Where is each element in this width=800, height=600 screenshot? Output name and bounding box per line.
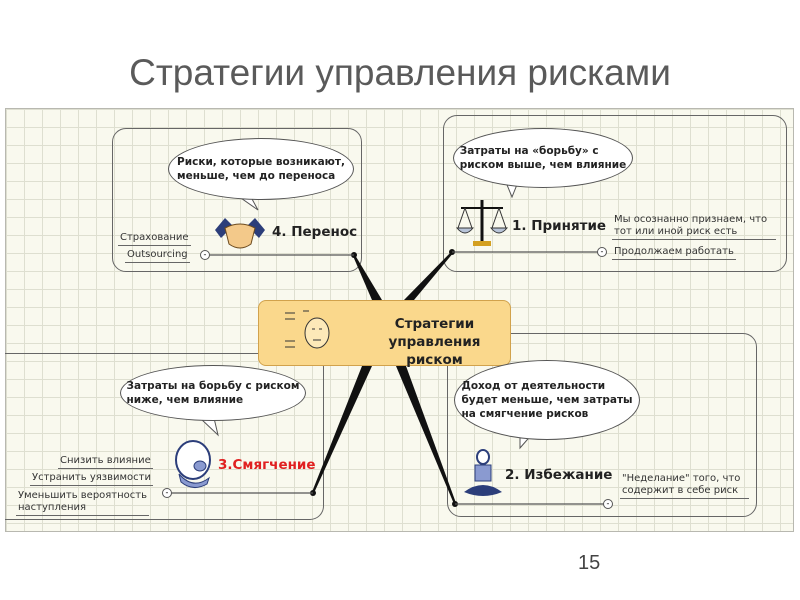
branch-box-transfer [112, 128, 362, 272]
page-number: 15 [578, 552, 601, 574]
branch-label-transfer[interactable]: 4. Перенос [272, 224, 358, 240]
callout-mitigation: Затраты на борьбу с риском ниже, чем вли… [120, 365, 306, 421]
collapse-toggle-acceptance[interactable]: - [597, 247, 607, 257]
branch-box-acceptance [443, 115, 787, 272]
branch-box-mitigation [5, 353, 324, 520]
handshake-icon [215, 218, 265, 249]
callout-text: Затраты на «борьбу» с риском выше, чем в… [459, 145, 627, 171]
meditation-icon [464, 449, 502, 496]
collapse-toggle-mitigation[interactable]: - [162, 488, 172, 498]
leaf-continue-working[interactable]: Продолжаем работать [612, 246, 736, 260]
leaf-reduce-impact[interactable]: Снизить влияние [58, 455, 153, 469]
connector-mitigation [312, 366, 372, 493]
central-topic[interactable]: Стратегии управления риском [258, 300, 511, 368]
leaf-non-action[interactable]: "Неделание" того, что содержит в себе ри… [620, 473, 749, 499]
head-icon [285, 310, 330, 349]
connector-avoidance [396, 366, 456, 504]
collapse-toggle-avoidance[interactable]: - [603, 499, 613, 509]
scales-icon [455, 200, 509, 246]
callout-text: Затраты на борьбу с риском ниже, чем вли… [126, 380, 300, 406]
callout-text: Риски, которые возникают, меньше, чем до… [177, 156, 345, 182]
branch-label-mitigation[interactable]: 3.Смягчение [218, 457, 316, 473]
leaf-eliminate-vulnerabilities[interactable]: Устранить уязвимости [30, 472, 153, 486]
slide-title: Стратегии управления рисками [129, 52, 671, 93]
leaf-acknowledge-risk[interactable]: Мы осознанно признаем, что тот или иной … [612, 214, 776, 240]
branch-box-avoidance [447, 333, 757, 517]
hard-hat-icon [175, 440, 211, 488]
callout-avoidance: Доход от деятельности будет меньше, чем … [454, 360, 640, 440]
callout-acceptance: Затраты на «борьбу» с риском выше, чем в… [453, 128, 633, 188]
connector-acceptance [404, 251, 454, 300]
callout-transfer: Риски, которые возникают, меньше, чем до… [168, 138, 354, 200]
collapse-toggle-transfer[interactable]: - [200, 250, 210, 260]
leaf-insurance[interactable]: Страхование [118, 232, 191, 246]
central-topic-label: Стратегии управления риском [388, 316, 481, 368]
branch-label-avoidance[interactable]: 2. Избежание [505, 467, 613, 483]
leaf-outsourcing[interactable]: Outsourcing [125, 249, 190, 263]
leaf-reduce-probability[interactable]: Уменьшить вероятность наступления [16, 490, 149, 516]
connector-transfer [353, 255, 382, 300]
branch-label-acceptance[interactable]: 1. Принятие [512, 218, 607, 234]
callout-text: Доход от деятельности будет меньше, чем … [461, 380, 633, 420]
